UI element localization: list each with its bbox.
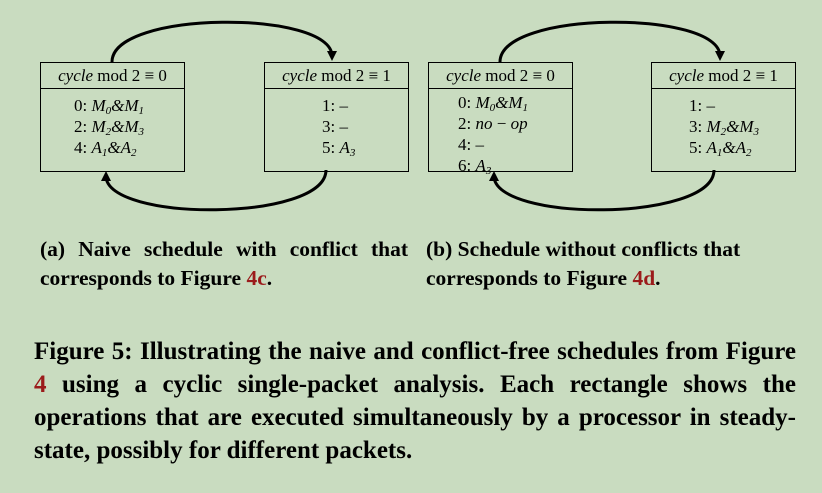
op-index: 4: [74, 138, 88, 157]
header-rest: mod 2 ≡ 1 [708, 66, 778, 85]
diagram-area: cycle mod 2 ≡ 0 0: M0&M1 2: M2&M3 4: A1&… [0, 0, 822, 230]
panel-a-box-even: cycle mod 2 ≡ 0 0: M0&M1 2: M2&M3 4: A1&… [40, 62, 185, 172]
arrow-b-top [498, 20, 725, 63]
op-index: 2: [74, 117, 88, 136]
header-rest: mod 2 ≡ 1 [321, 66, 391, 85]
op-index: 0: [458, 93, 472, 112]
op-text: – [475, 135, 484, 154]
figure-ref-link[interactable]: 4 [34, 371, 47, 398]
op-index: 1: [322, 96, 336, 115]
subcaption-b: (b) Schedule without conflicts that corr… [426, 235, 798, 293]
subcaption-a-text: (a) Naive schedule with conflict that co… [40, 237, 408, 290]
cycle-arrows [101, 20, 725, 212]
op-index: 0: [74, 96, 88, 115]
box-header: cycle mod 2 ≡ 0 [41, 63, 184, 89]
op-index: 5: [689, 138, 703, 157]
subcaption-a-end: . [266, 266, 273, 290]
ops-list: 1: – 3: M2&M3 5: A1&A2 [652, 89, 795, 159]
box-header: cycle mod 2 ≡ 0 [429, 63, 572, 89]
ops-list: 1: – 3: – 5: A3 [265, 89, 408, 159]
op-line: 2: no − op [458, 114, 528, 133]
figure-caption-rest: using a cyclic single-packet analysis. E… [34, 371, 796, 464]
header-rest: mod 2 ≡ 0 [97, 66, 167, 85]
op-index: 4: [458, 135, 472, 154]
op-line: 1: – [322, 95, 408, 116]
op-line: 5: A3 [322, 138, 356, 159]
box-header: cycle mod 2 ≡ 1 [265, 63, 408, 89]
op-line: 0: M0&M1 [458, 93, 529, 114]
arrow-b-bottom [489, 169, 716, 212]
panel-a-box-odd: cycle mod 2 ≡ 1 1: – 3: – 5: A3 [264, 62, 409, 172]
op-index: 6: [458, 156, 472, 175]
subcaption-a: (a) Naive schedule with conflict that co… [40, 235, 408, 293]
arrow-a-bottom [101, 169, 328, 212]
op-line: 4: A1&A2 [74, 138, 137, 159]
op-text: – [339, 117, 348, 136]
op-line: 1: – [689, 95, 795, 116]
op-line: 0: M0&M1 [74, 96, 145, 117]
op-line: 5: A1&A2 [689, 138, 752, 159]
arrow-a-top [110, 20, 337, 63]
op-index: 1: [689, 96, 703, 115]
op-line: 3: M2&M3 [689, 117, 760, 138]
op-index: 5: [322, 138, 336, 157]
subcaption-b-end: . [655, 266, 661, 290]
op-line: 4: – [458, 134, 572, 155]
op-index: 3: [322, 117, 336, 136]
op-index: 2: [458, 114, 472, 133]
op-line: 2: M2&M3 [74, 117, 145, 138]
box-header: cycle mod 2 ≡ 1 [652, 63, 795, 89]
figure-ref-link[interactable]: 4d [632, 266, 656, 290]
figure-caption: Figure 5: Illustrating the naive and con… [34, 335, 796, 467]
figure-ref-link[interactable]: 4c [246, 266, 267, 290]
figure-caption-text: Figure 5: Illustrating the naive and con… [34, 338, 796, 365]
op-text: – [339, 96, 348, 115]
subcaption-b-text: (b) Schedule without conflicts that corr… [426, 237, 741, 290]
ops-list: 0: M0&M1 2: M2&M3 4: A1&A2 [41, 89, 184, 159]
op-line: 6: A3 [458, 156, 492, 177]
panel-b-box-even: cycle mod 2 ≡ 0 0: M0&M1 2: no − op 4: –… [428, 62, 573, 177]
panel-b-box-odd: cycle mod 2 ≡ 1 1: – 3: M2&M3 5: A1&A2 [651, 62, 796, 172]
op-text: – [706, 96, 715, 115]
op-index: 3: [689, 117, 703, 136]
header-rest: mod 2 ≡ 0 [485, 66, 555, 85]
op-line: 3: – [322, 116, 408, 137]
ops-list: 0: M0&M1 2: no − op 4: – 6: A3 [429, 89, 572, 177]
